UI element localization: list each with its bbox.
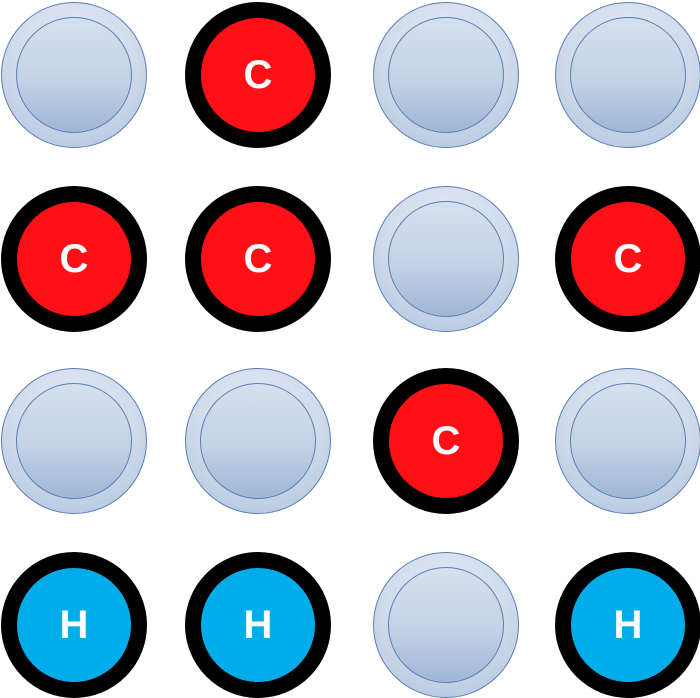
slot-inner-ring: [388, 201, 504, 317]
slot-inner-ring: [16, 383, 132, 499]
blue-piece-r4-c1[interactable]: H: [1, 552, 147, 698]
piece-label: C: [59, 237, 89, 281]
red-piece-r1-c2[interactable]: C: [185, 2, 331, 148]
blue-piece-r4-c2[interactable]: H: [185, 552, 331, 698]
piece-label: C: [243, 53, 273, 97]
blue-piece-r4-c4[interactable]: H: [555, 552, 700, 698]
empty-slot-r1-c1[interactable]: [1, 2, 147, 148]
piece-label: C: [431, 419, 461, 463]
piece-label: H: [243, 603, 273, 647]
empty-slot-r2-c3[interactable]: [373, 186, 519, 332]
slot-inner-ring: [388, 17, 504, 133]
slot-inner-ring: [200, 383, 316, 499]
empty-slot-r3-c2[interactable]: [185, 368, 331, 514]
piece-label: H: [59, 603, 89, 647]
empty-slot-r1-c4[interactable]: [555, 2, 700, 148]
piece-label: C: [243, 237, 273, 281]
red-piece-r2-c1[interactable]: C: [1, 186, 147, 332]
red-piece-r2-c2[interactable]: C: [185, 186, 331, 332]
slot-inner-ring: [16, 17, 132, 133]
red-piece-r3-c3[interactable]: C: [373, 368, 519, 514]
slot-inner-ring: [570, 383, 686, 499]
red-piece-r2-c4[interactable]: C: [555, 186, 700, 332]
piece-label: H: [613, 603, 643, 647]
empty-slot-r4-c3[interactable]: [373, 552, 519, 698]
piece-label: C: [613, 237, 643, 281]
empty-slot-r3-c1[interactable]: [1, 368, 147, 514]
slot-inner-ring: [570, 17, 686, 133]
slot-inner-ring: [388, 567, 504, 683]
empty-slot-r3-c4[interactable]: [555, 368, 700, 514]
empty-slot-r1-c3[interactable]: [373, 2, 519, 148]
